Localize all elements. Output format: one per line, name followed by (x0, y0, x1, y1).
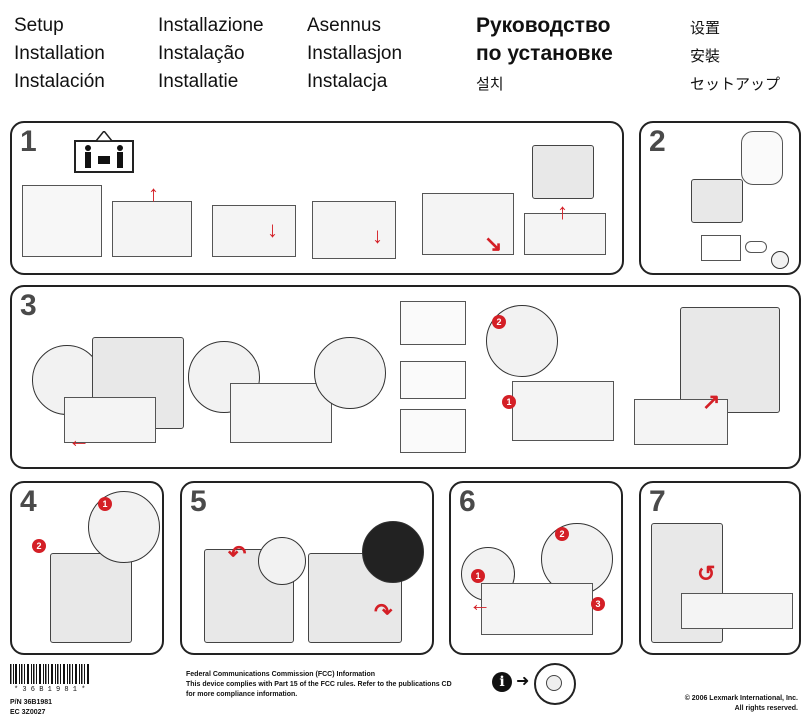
callout-badge-1: 1 (471, 569, 485, 583)
publications-cd-icon (534, 663, 576, 705)
fcc-line-2: for more compliance information. (186, 691, 298, 698)
step-number: 6 (459, 485, 476, 518)
person-carrying-printer-illustration (741, 131, 783, 185)
arrow-icon: ↺ (697, 561, 716, 586)
cover-latch-callout (258, 537, 306, 585)
barcode-text: * 3 6 B 1 9 8 1 * (14, 686, 86, 694)
part-number: P/N 36B1981 (10, 699, 53, 706)
arrow-icon: ↘ (484, 231, 503, 256)
packing-material-callout (362, 521, 424, 583)
step-number: 4 (20, 485, 37, 518)
title-zh-s: 设置 (690, 19, 721, 37)
print-cartridges-illustration (481, 583, 593, 635)
printer-insert-tray-illustration (680, 307, 780, 413)
fcc-title: Federal Communications Commission (FCC) … (186, 671, 376, 678)
length-guide-callout (314, 337, 386, 409)
cd-illustration (771, 251, 789, 269)
step-number: 7 (649, 485, 666, 518)
copyright: © 2006 Lexmark International, Inc. (684, 695, 798, 702)
insert-tray-illustration (634, 399, 728, 445)
arrow-icon: ← (68, 427, 90, 452)
arrow-icon: ↷ (374, 599, 393, 624)
remove-packing-illustration (212, 205, 296, 257)
callout-badge-1: 1 (502, 395, 516, 409)
title-nl: Installatie (158, 71, 239, 92)
title-ru-1: Руководство (476, 14, 611, 37)
fan-paper-illustration (400, 361, 466, 399)
lift-printer-illustration (532, 145, 594, 199)
arrow-icon: ↓ (372, 223, 383, 248)
fcc-line-1: This device complies with Part 15 of the… (186, 681, 452, 688)
callout-badge-2: 2 (32, 539, 46, 553)
arrow-icon: ↗ (702, 389, 721, 414)
open-box-illustration (112, 201, 192, 257)
printer-illustration (691, 179, 743, 223)
title-ru-2: по установке (476, 42, 613, 65)
arrow-icon: ← (469, 591, 491, 616)
callout-badge-1: 1 (98, 497, 112, 511)
title-pt: Instalação (158, 43, 245, 64)
ec-number: EC 3Z0027 (10, 709, 46, 716)
info-icon: i (492, 672, 512, 692)
cd-disc-icon (546, 675, 562, 691)
arrow-icon: ↶ (228, 541, 247, 566)
arrow-icon: ↓ (267, 217, 278, 242)
callout-badge-2: 2 (492, 315, 506, 329)
step-5-panel: 5 ↶ ↷ (180, 481, 434, 655)
step-6-panel: 6 1 2 3 ← (449, 481, 623, 655)
arrow-icon: ↑ (557, 199, 568, 224)
loaded-tray-illustration (512, 381, 614, 441)
arrow-icon: ➜ (516, 673, 530, 690)
step-2-panel: 2 (639, 121, 801, 275)
flex-paper-illustration (400, 301, 466, 345)
title-ko: 설치 (476, 75, 504, 93)
rights-reserved: All rights reserved. (734, 705, 798, 712)
tray-guides-illustration (230, 383, 332, 443)
align-paper-illustration (400, 409, 466, 453)
step-number: 1 (20, 125, 37, 158)
poster-sheet-illustration (701, 235, 741, 261)
boxed-printer-illustration (22, 185, 102, 257)
step-number: 3 (20, 289, 37, 322)
title-fr: Installation (14, 43, 105, 64)
title-it: Installazione (158, 15, 264, 36)
title-fi: Asennus (307, 15, 381, 36)
title-en: Setup (14, 15, 64, 36)
step-4-panel: 4 1 2 (10, 481, 164, 655)
printer-illustration (50, 553, 132, 643)
two-person-lift-icon (74, 131, 134, 173)
title-zh-t: 安裝 (690, 47, 721, 65)
barcode (10, 664, 89, 684)
callout-badge-2: 2 (555, 527, 569, 541)
unpack-illustration-1 (312, 201, 396, 259)
tray-illustration (64, 397, 156, 443)
title-es: Instalación (14, 71, 105, 92)
empty-box-illustration (524, 213, 606, 255)
power-cord-illustration (745, 241, 767, 253)
callout-badge-3: 3 (591, 597, 605, 611)
step-number: 2 (649, 125, 666, 158)
title-ja: セットアップ (690, 75, 781, 93)
step-3-panel: 3 1 2 ← ↗ (10, 285, 801, 469)
arrow-icon: ↑ (148, 181, 159, 206)
title-pl: Instalacja (307, 71, 388, 92)
step-1-panel: 1 ↑ ↓ ↓ ↘ ↑ (10, 121, 624, 275)
step-7-panel: 7 ↺ (639, 481, 801, 655)
open-cover-illustration (681, 593, 793, 629)
unpack-illustration-2 (422, 193, 514, 255)
step-number: 5 (190, 485, 207, 518)
title-no: Installasjon (307, 43, 403, 64)
